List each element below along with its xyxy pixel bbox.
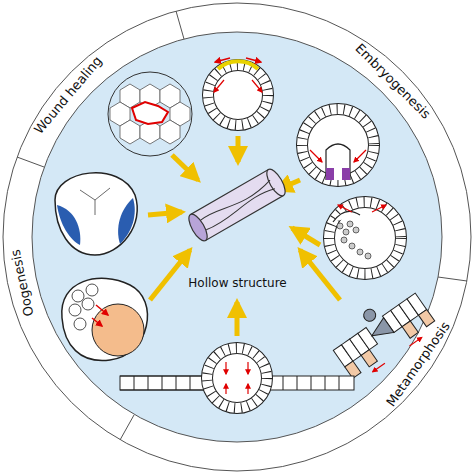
node-label: Hollow structure (160, 276, 315, 290)
center-structure: Hollow structure (160, 150, 315, 290)
